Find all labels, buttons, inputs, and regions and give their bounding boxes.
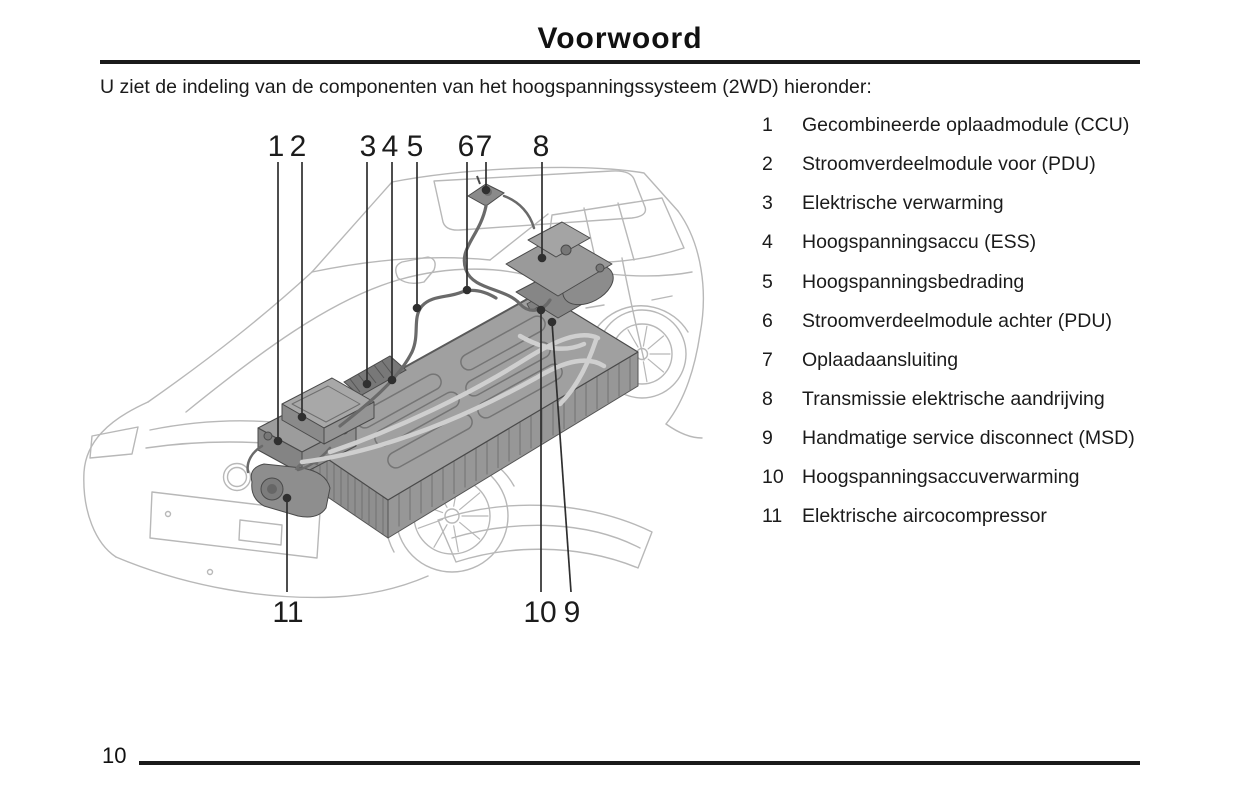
- legend-item-number: 5: [762, 270, 773, 293]
- legend-item-label: Elektrische verwarming: [802, 192, 1004, 215]
- legend-item-number: 9: [762, 427, 773, 450]
- legend-item: 8 Transmissie elektrische aandrijving: [762, 388, 1162, 427]
- legend-item-label: Hoogspanningsaccu (ESS): [802, 231, 1037, 254]
- legend-item-label: Hoogspanningsaccuverwarming: [802, 466, 1080, 489]
- legend-item: 9 Handmatige service disconnect (MSD): [762, 427, 1162, 466]
- legend-item-label: Hoogspanningsbedrading: [802, 270, 1025, 293]
- callout-number-8: 8: [533, 130, 550, 163]
- legend-item-label: Gecombineerde oplaadmodule (CCU): [802, 114, 1130, 136]
- callout-number-10: 10: [523, 596, 556, 629]
- legend-item: 10 Hoogspanningsaccuverwarming: [762, 466, 1162, 505]
- callout-number-11: 11: [272, 596, 303, 629]
- page-number: 10: [102, 743, 127, 768]
- legend-item: 5 Hoogspanningsbedrading: [762, 271, 1162, 310]
- vehicle-diagram: 1 2 3 4 5 6 7 8 11 10 9: [83, 130, 705, 629]
- title-rule: [100, 60, 1140, 64]
- legend-item-label: Elektrische aircocompressor: [802, 505, 1047, 528]
- legend-item: 4 Hoogspanningsaccu (ESS): [762, 231, 1162, 270]
- callout-numbers: 1 2 3 4 5 6 7 8 11 10 9: [268, 130, 581, 629]
- callout-number-9: 9: [564, 596, 581, 629]
- legend-item-number: 1: [762, 114, 773, 136]
- legend-item-label: Oplaadaansluiting: [802, 348, 959, 371]
- legend-item: 6 Stroomverdeelmodule achter (PDU): [762, 310, 1162, 349]
- legend-item-number: 11: [762, 505, 783, 528]
- callout-number-5: 5: [407, 130, 424, 163]
- callout-number-6: 6: [458, 130, 475, 163]
- legend-item: 2 Stroomverdeelmodule voor (PDU): [762, 153, 1162, 192]
- callout-number-1: 1: [268, 130, 285, 163]
- callout-number-7: 7: [476, 130, 493, 163]
- legend-item-number: 8: [762, 387, 773, 410]
- callout-dots: [273, 185, 557, 503]
- hv-cables-light: [299, 333, 607, 465]
- callout-leader-lines: [277, 162, 572, 593]
- legend-item-number: 10: [762, 466, 784, 489]
- legend-item-label: Stroomverdeelmodule achter (PDU): [802, 309, 1112, 332]
- legend-item-number: 7: [762, 348, 773, 371]
- footer-rule: [139, 761, 1140, 765]
- legend-item-number: 2: [762, 153, 773, 176]
- callout-number-3: 3: [360, 130, 377, 163]
- legend-item-number: 4: [762, 231, 773, 254]
- legend-item-label: Transmissie elektrische aandrijving: [802, 387, 1105, 410]
- legend-item-number: 3: [762, 192, 773, 215]
- callout-number-2: 2: [290, 130, 307, 163]
- intro-text: U ziet de indeling van de componenten va…: [100, 76, 872, 98]
- legend-item: 7 Oplaadaansluiting: [762, 349, 1162, 388]
- legend-item-label: Handmatige service disconnect (MSD): [802, 427, 1135, 450]
- rear-drive-unit: [505, 221, 614, 319]
- legend-item: 1 Gecombineerde oplaadmodule (CCU): [762, 114, 1162, 153]
- callout-number-4: 4: [382, 130, 399, 163]
- legend-item: 11 Elektrische aircocompressor: [762, 505, 1162, 544]
- legend-item-number: 6: [762, 309, 773, 332]
- legend-item-label: Stroomverdeelmodule voor (PDU): [802, 153, 1096, 176]
- page-title: Voorwoord: [537, 22, 703, 55]
- legend-item: 3 Elektrische verwarming: [762, 192, 1162, 231]
